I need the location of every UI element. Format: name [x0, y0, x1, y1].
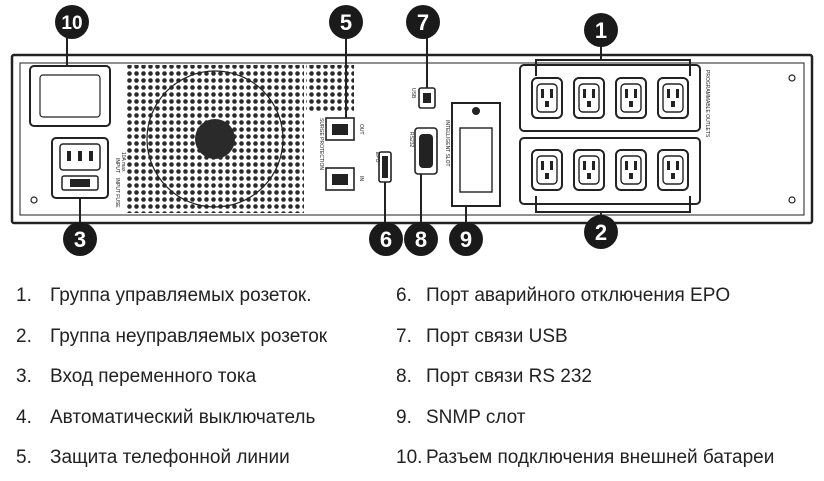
legend-text: Порт связи USB [426, 325, 568, 347]
in-label: IN [358, 176, 364, 181]
callout-number-9: 9 [460, 227, 472, 252]
legend-item-1: 1. Группа управляемых розеток. [16, 276, 327, 317]
rs232-label: RS232 [408, 132, 414, 148]
legend-item-10: 10.Разъем подключения внешней батареи [396, 438, 774, 479]
legend-num: 3. [16, 366, 32, 387]
legend-text: Группа управляемых розеток. [50, 285, 312, 306]
legend-text: Разъем подключения внешней батареи [426, 447, 775, 468]
legend-num: 5. [16, 447, 32, 468]
legend-num: 4. [16, 406, 32, 428]
legend-item-5: 5. Защита телефонной линии [16, 438, 327, 479]
legend-num: 2. [16, 325, 32, 347]
legend-item-3: 3. Вход переменного тока [16, 357, 327, 398]
legend-num: 8. [396, 366, 412, 387]
epo-label: EPO [374, 152, 380, 163]
callout-number-6: 6 [380, 227, 392, 252]
callout-number-5: 5 [340, 10, 352, 35]
callout-badge-8: 8 [404, 222, 438, 256]
legend-item-8: 8. Порт связи RS 232 [396, 357, 774, 398]
callout-number-1: 1 [595, 18, 607, 43]
out-label: OUT [358, 124, 364, 135]
input-rating-label: 10A max [120, 152, 126, 172]
callout-badge-2: 2 [584, 215, 618, 249]
callout-number-7: 7 [417, 10, 429, 35]
ac-input-socket [51, 137, 109, 199]
legend-item-6: 6. Порт аварийного отключения EPO [396, 276, 774, 317]
callout-badge-7: 7 [406, 5, 440, 39]
programmable-outlets-group [519, 64, 701, 132]
standard-outlets-group [519, 137, 701, 205]
callout-badge-5: 5 [329, 5, 363, 39]
legend-num: 10. [396, 447, 423, 468]
legend-text: Группа неуправляемых розеток [50, 325, 328, 347]
legend-num: 9. [396, 406, 412, 428]
callout-number-10: 10 [61, 13, 82, 34]
snmp-slot [451, 102, 501, 207]
callout-number-8: 8 [415, 227, 427, 252]
legend-left-column: 1. Группа управляемых розеток. 2. Группа н… [16, 276, 327, 479]
surge-protection-ports [325, 117, 355, 191]
legend-right-column: 6. Порт аварийного отключения EPO 7. Порт … [396, 276, 774, 479]
usb-label: USB [410, 88, 416, 99]
callout-lines [66, 38, 691, 222]
legend-text: Порт аварийного отключения EPO [426, 285, 731, 306]
legend-item-2: 2. Группа неуправляемых розеток [16, 317, 327, 358]
callout-badge-3: 3 [63, 222, 97, 256]
legend-item-7: 7. Порт связи USB [396, 317, 774, 358]
legend-item-9: 9. SNMP слот [396, 398, 774, 439]
legend-num: 1. [16, 285, 32, 306]
callout-badge-1: 1 [584, 13, 618, 47]
input-fuse-label: INPUT FUSE [114, 178, 120, 208]
legend-text: Вход переменного тока [50, 366, 257, 387]
legend-text: SNMP слот [426, 406, 526, 428]
legend-text: Автоматический выключатель [50, 406, 316, 428]
rs232-port [414, 127, 438, 175]
battery-connector-cover [29, 65, 111, 127]
surge-protection-label: SURGE PROTECTION [318, 118, 324, 170]
legend-item-4: 4. Автоматический выключатель [16, 398, 327, 439]
legend-text: Порт связи RS 232 [426, 366, 592, 387]
input-label: INPUT [114, 158, 120, 173]
programmable-outlets-label: PROGRAMMABLE OUTLETS [704, 70, 710, 138]
callout-badge-9: 9 [449, 222, 483, 256]
callout-number-2: 2 [595, 220, 607, 245]
callout-badge-6: 6 [369, 222, 403, 256]
legend-num: 7. [396, 325, 412, 347]
legend-num: 6. [396, 285, 412, 306]
legend-text: Защита телефонной линии [50, 447, 290, 468]
ups-rear-panel-diagram: INPUT 10A max INPUT FUSE SURGE PROTECTIO… [10, 5, 814, 256]
fan-grille [126, 65, 354, 213]
callout-badge-10: 10 [55, 5, 89, 39]
callout-number-3: 3 [74, 227, 86, 252]
intelligent-slot-label: INTELLIGENT SLOT [444, 120, 450, 167]
